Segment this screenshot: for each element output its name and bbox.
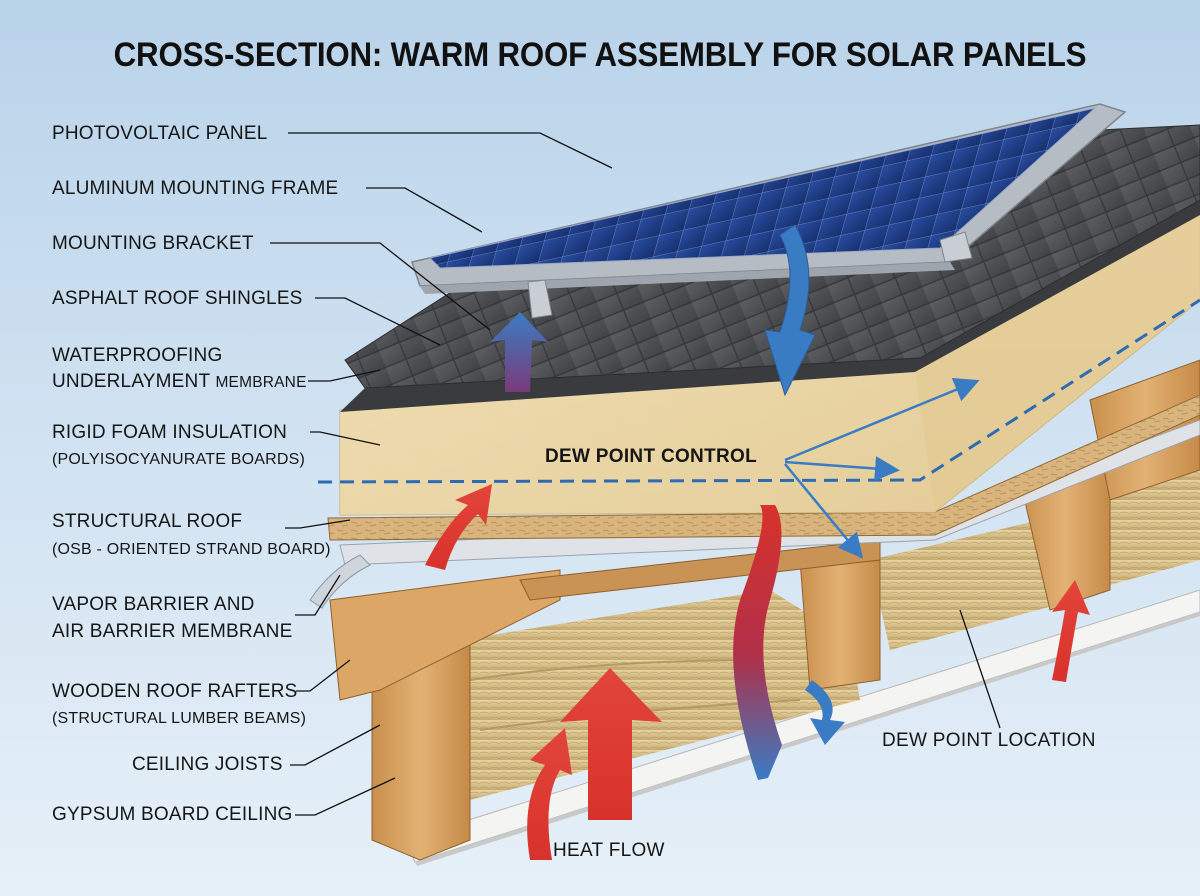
label-underlayment-sub: MEMBRANE	[215, 374, 307, 391]
dew-point-line	[317, 298, 1200, 484]
callout-heat-flow: HEAT FLOW	[553, 840, 665, 861]
heat-arrow-right	[1052, 580, 1090, 682]
label-foam-line1: RIGID FOAM INSULATION	[52, 422, 288, 443]
label-rafters-line2: (STRUCTURAL LUMBER BEAMS)	[52, 710, 307, 727]
heat-arrow-osb	[425, 484, 492, 570]
label-gypsum: GYPSUM BOARD CEILING	[52, 804, 293, 825]
label-shingles: ASPHALT ROOF SHINGLES	[52, 288, 303, 309]
solar-panel	[411, 103, 1127, 319]
heat-arrow-left	[527, 728, 572, 860]
label-mounting-bracket: MOUNTING BRACKET	[52, 233, 254, 254]
label-roof-line2: (OSB - ORIENTED STRAND BOARD)	[52, 541, 331, 558]
label-underlayment-main: UNDERLAYMENT	[52, 371, 210, 392]
label-vapor-line2: AIR BARRIER MEMBRANE	[52, 621, 293, 642]
label-mounting-frame: ALUMINUM MOUNTING FRAME	[52, 178, 339, 199]
label-rafters-line1: WOODEN ROOF RAFTERS	[52, 681, 298, 702]
label-vapor-line1: VAPOR BARRIER AND	[52, 594, 255, 615]
callout-dew-point-control: DEW POINT CONTROL	[545, 446, 757, 467]
heat-arrow-main	[560, 668, 662, 820]
label-pv-panel: PHOTOVOLTAIC PANEL	[52, 123, 268, 144]
diagram-title: CROSS-SECTION: WARM ROOF ASSEMBLY FOR SO…	[113, 36, 1087, 74]
label-roof-line1: STRUCTURAL ROOF	[52, 511, 243, 532]
heat-to-cold-arrow	[733, 505, 782, 780]
cool-arrow-down	[764, 224, 816, 397]
underlayment	[340, 200, 1200, 412]
leader-lines	[270, 132, 1001, 816]
label-foam-line2: (POLYISOCYANURATE BOARDS)	[52, 451, 306, 468]
cool-arrow-small	[805, 680, 845, 745]
label-underlayment-line1: WATERPROOFING	[52, 345, 223, 366]
label-joists: CEILING JOISTS	[132, 754, 283, 775]
label-underlayment-line2: UNDERLAYMENT MEMBRANE	[52, 370, 307, 394]
mixed-arrow-up	[490, 312, 548, 392]
callout-dew-point-location: DEW POINT LOCATION	[882, 730, 1096, 751]
